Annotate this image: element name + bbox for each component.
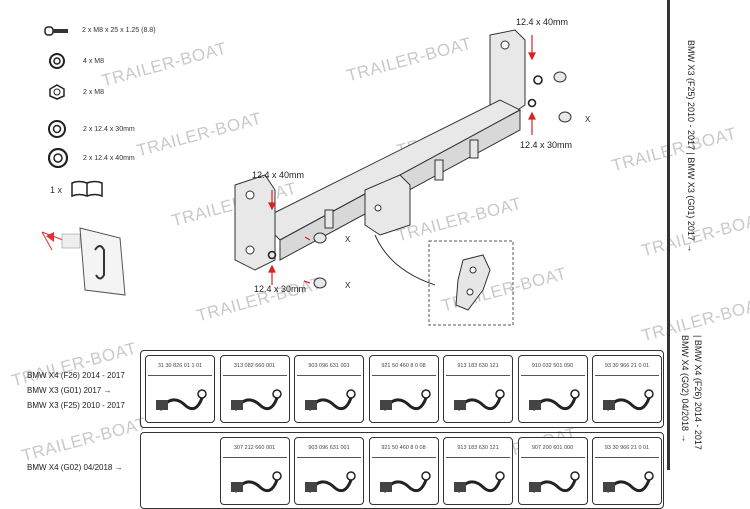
watermark: TRAILER-BOAT: [9, 338, 139, 391]
x-marker: X: [345, 235, 351, 244]
card-divider: [297, 375, 361, 376]
kit-part-card: 913 183 630 121: [443, 437, 513, 505]
card-divider: [371, 375, 436, 376]
side-model-text: BMW X4 (G02) 04/2018 →: [680, 335, 690, 443]
model-label: BMW X3 (F25) 2010 - 2017: [27, 401, 125, 410]
part-label: 4 x M8: [83, 58, 105, 65]
dimension-label: 12.4 x 40mm: [252, 170, 305, 180]
part-illustration-icon: [305, 389, 356, 411]
card-divider: [446, 375, 510, 376]
part-number: 93 30 966 21 0 01: [604, 363, 650, 369]
part-number: 913 183 630 121: [457, 363, 499, 369]
install-warning-icon: [41, 227, 126, 296]
card-divider: [520, 375, 585, 376]
card-divider: [297, 457, 361, 458]
card-divider: [446, 457, 510, 458]
model-label: BMW X3 (G01) 2017 →: [27, 386, 112, 395]
kit-part-card: 910 032 501 090: [517, 355, 588, 423]
x-marker: X: [345, 281, 351, 290]
kit-row-1: [140, 350, 664, 428]
part-illustration-icon: [454, 389, 505, 411]
part-illustration-icon: [528, 389, 580, 411]
part-illustration-icon: [379, 389, 431, 411]
washer-icon: [49, 53, 65, 69]
kit-part-card: 31 30 826 01 1 01: [145, 355, 215, 423]
card-divider: [371, 457, 436, 458]
part-illustration-icon: [603, 389, 654, 411]
kit-part-card: 93 30 966 21 0 01: [592, 355, 662, 423]
part-illustration-icon: [528, 471, 580, 493]
part-label: 2 x 12.4 x 40mm: [83, 155, 135, 162]
side-model-text: | BMW X4 (F26) 2014 - 2017: [693, 335, 703, 450]
part-number: 307 212 660 001: [233, 445, 276, 451]
part-illustration-icon: [379, 471, 431, 493]
kit-part-card: 313 082 660 001: [219, 355, 290, 423]
kit-part-card: 903 096 631 001: [294, 437, 364, 505]
part-label: 1 x: [50, 185, 63, 195]
part-illustration-icon: [230, 389, 282, 411]
model-label: BMW X4 (G02) 04/2018 →: [27, 463, 123, 472]
card-divider: [520, 457, 585, 458]
part-number: 921 50 460 8 0 08: [381, 445, 426, 451]
card-divider: [595, 375, 659, 376]
card-divider: [595, 457, 659, 458]
watermark: TRAILER-BOAT: [609, 123, 739, 176]
kit-part-card: 907 200 601 000: [517, 437, 588, 505]
kit-part-card: 903 096 631 001: [294, 355, 364, 423]
detail-inset: [428, 240, 514, 326]
model-label: BMW X4 (F26) 2014 - 2017: [27, 371, 125, 380]
towbar-diagram: [234, 29, 572, 289]
part-illustration-icon: [156, 389, 207, 411]
part-number: 313 082 660 001: [233, 363, 276, 369]
kit-part-card: 921 50 460 8 0 08: [368, 355, 439, 423]
card-divider: [222, 375, 287, 376]
part-number: 907 200 601 000: [531, 445, 574, 451]
part-illustration-icon: [603, 471, 654, 493]
watermark: TRAILER-BOAT: [99, 38, 229, 91]
vertical-divider: [667, 0, 670, 470]
kit-part-card: 93 30 966 21 0 01: [592, 437, 662, 505]
dimension-label: 12.4 x 30mm: [520, 140, 573, 150]
washer-icon: [48, 148, 68, 168]
kit-part-card: 913 183 630 121: [443, 355, 513, 423]
kit-part-card: 921 50 460 8 0 08: [368, 437, 439, 505]
washer-icon: [48, 120, 66, 138]
manual-book-icon: [71, 180, 103, 198]
part-illustration-icon: [454, 471, 505, 493]
x-marker: X: [585, 115, 591, 124]
nut-icon: [49, 84, 65, 100]
part-number: 93 30 966 21 0 01: [604, 445, 650, 451]
part-illustration-icon: [230, 471, 282, 493]
dimension-label: 12.4 x 40mm: [516, 17, 569, 27]
side-model-text: BMW X3 (F25) 2010 - 2017 | BMW X3 (G01) …: [686, 40, 696, 253]
part-number: 903 096 631 001: [308, 445, 350, 451]
part-label: 2 x 12.4 x 30mm: [83, 126, 135, 133]
card-divider: [148, 375, 212, 376]
part-number: 31 30 826 01 1 01: [157, 363, 203, 369]
bolt-icon: [44, 26, 68, 36]
part-label: 2 x M8 x 25 x 1.25 (8.8): [82, 27, 156, 34]
part-number: 913 183 630 121: [457, 445, 499, 451]
dimension-label: 12.4 x 30mm: [254, 284, 307, 294]
part-label: 2 x M8: [83, 89, 105, 96]
part-number: 910 032 501 090: [531, 363, 574, 369]
part-illustration-icon: [305, 471, 356, 493]
part-number: 921 50 460 8 0 08: [381, 363, 426, 369]
watermark: TRAILER-BOAT: [19, 413, 149, 466]
card-divider: [222, 457, 287, 458]
kit-part-card: 307 212 660 001: [219, 437, 290, 505]
part-number: 903 096 631 001: [308, 363, 350, 369]
